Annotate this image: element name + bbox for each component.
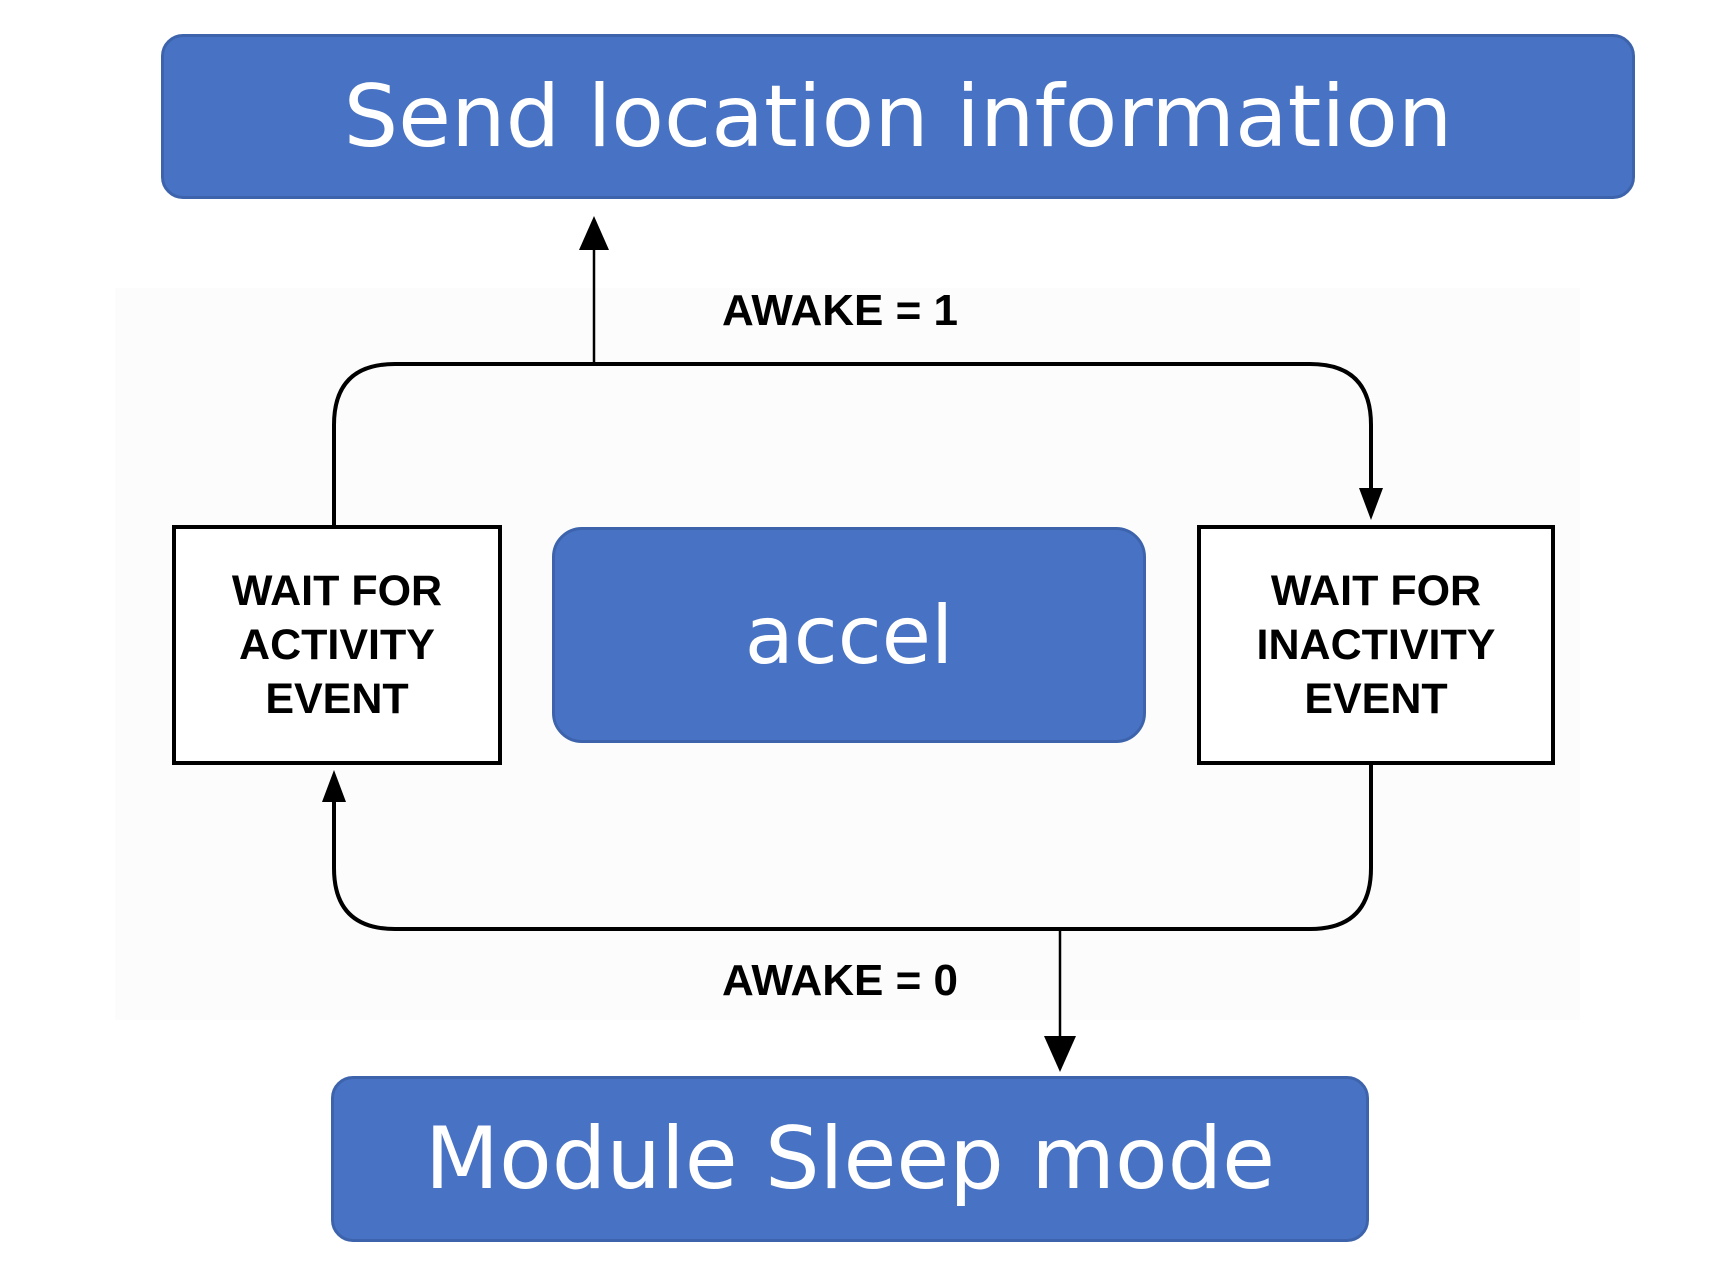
awake-high-label: AWAKE = 1 [722,286,958,335]
arrow-into-left-state [322,770,346,802]
module-sleep-label: Module Sleep mode [424,1109,1276,1209]
arrow-to-sleep-mode [1044,1036,1076,1072]
accel-label: accel [744,588,954,682]
state-line: INACTIVITY [1256,621,1496,669]
state-line: WAIT FOR [1270,567,1482,615]
arrow-to-send-location [579,216,609,250]
send-location-label: Send location information [343,66,1453,167]
awake-low-label: AWAKE = 0 [722,956,958,1005]
accel-box: accel [552,527,1146,743]
wait-for-activity-state: WAIT FOR ACTIVITY EVENT [172,525,502,765]
state-line: ACTIVITY [239,621,435,669]
module-sleep-box: Module Sleep mode [331,1076,1369,1242]
awake-high-loop [332,362,1373,525]
state-line: EVENT [265,675,409,723]
arrow-into-right-state [1359,488,1383,520]
send-location-box: Send location information [161,34,1635,199]
awake-low-loop [332,765,1373,931]
wait-for-inactivity-state: WAIT FOR INACTIVITY EVENT [1197,525,1555,765]
state-line: WAIT FOR [231,567,443,615]
state-line: EVENT [1304,675,1448,723]
